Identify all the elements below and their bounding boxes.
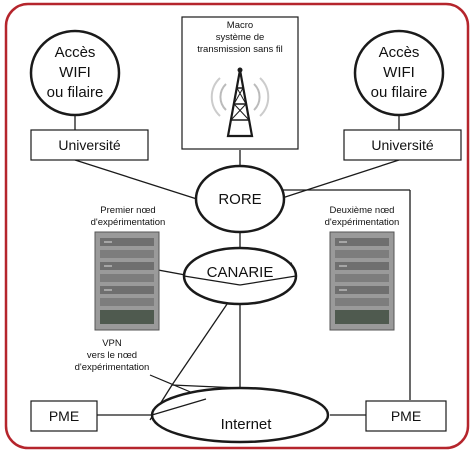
tower-label-line2: système de — [216, 32, 265, 43]
link-rore-right — [275, 159, 400, 201]
access-left-line1: Accès — [55, 44, 96, 61]
radio-tower-icon — [210, 67, 270, 138]
canarie-label: CANARIE — [207, 264, 274, 281]
access-left: Accès WIFI ou filaire — [29, 29, 121, 117]
node-first-line2: d'expérimentation — [91, 217, 166, 228]
access-left-line3: ou filaire — [47, 84, 104, 101]
access-right-line3: ou filaire — [371, 84, 428, 101]
macro-tower-box: Macro système de transmission sans fil — [181, 16, 299, 150]
server-rack-first-icon — [94, 231, 160, 331]
university-left-box: Université — [30, 129, 149, 161]
access-right: Accès WIFI ou filaire — [353, 29, 445, 117]
pme-right-label: PME — [391, 408, 421, 424]
node-second-line2: d'expérimentation — [325, 217, 400, 228]
university-right-box: Université — [343, 129, 462, 161]
link-rore-left — [74, 159, 201, 201]
node-second-line1: Deuxième nœd — [330, 205, 395, 216]
pme-left-box: PME — [30, 400, 98, 432]
access-left-line2: WIFI — [59, 64, 91, 81]
canarie-node: CANARIE — [182, 246, 298, 306]
vpn-line3: d'expérimentation — [75, 362, 150, 373]
vpn-line2: vers le nœd — [87, 350, 137, 361]
pme-left-label: PME — [49, 408, 79, 424]
pme-right-box: PME — [365, 400, 447, 432]
university-left-label: Université — [58, 137, 120, 153]
node-first-line1: Premier nœd — [100, 205, 155, 216]
vpn-line1: VPN — [102, 338, 122, 349]
rore-node: RORE — [194, 164, 286, 234]
internet-label: Internet — [221, 416, 273, 433]
tower-label-line3: transmission sans fil — [197, 44, 283, 55]
university-right-label: Université — [371, 137, 433, 153]
access-right-line2: WIFI — [383, 64, 415, 81]
server-rack-second-icon — [329, 231, 395, 331]
internet-node: Internet — [150, 386, 330, 444]
tower-label-line1: Macro — [227, 20, 253, 31]
rore-label: RORE — [218, 191, 261, 208]
access-right-line1: Accès — [379, 44, 420, 61]
